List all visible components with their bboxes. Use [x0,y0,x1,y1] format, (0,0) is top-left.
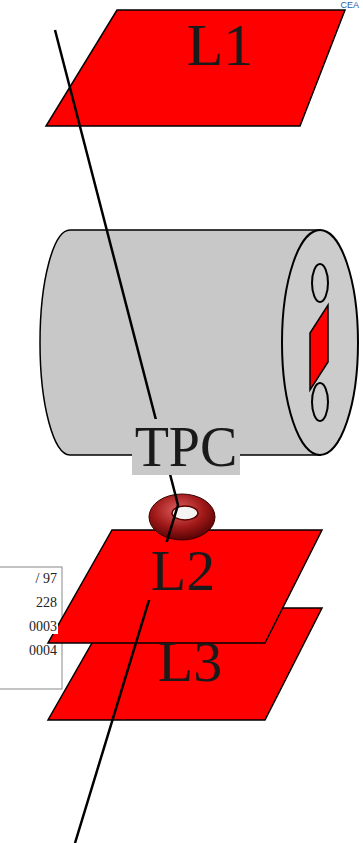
tpc-cylinder: TPC [38,226,360,458]
end-port [312,264,328,302]
plane-shape [48,608,322,720]
stat-value: 0003 [28,620,58,634]
torus-hole [172,506,198,520]
stat-box-frame [0,567,62,689]
node-label: L3 [155,633,225,691]
torus [149,494,215,540]
end-port [312,383,328,421]
detector-plane: L1 [44,8,348,129]
stat-value: / 97 [35,572,58,586]
detector-plane: L2 [46,528,324,645]
stat-value: 228 [35,596,58,610]
node-label: L2 [148,542,218,600]
stat-value: 0004 [28,644,58,658]
node-label: L1 [184,15,257,75]
plane-shape [46,10,345,126]
detector-plane: L3 [46,606,324,722]
logo-text: CEA [340,1,359,10]
cylinder-end [282,230,358,455]
plane-shape [48,530,322,643]
node-label: TPC [132,419,241,475]
readout-plane [310,305,328,390]
